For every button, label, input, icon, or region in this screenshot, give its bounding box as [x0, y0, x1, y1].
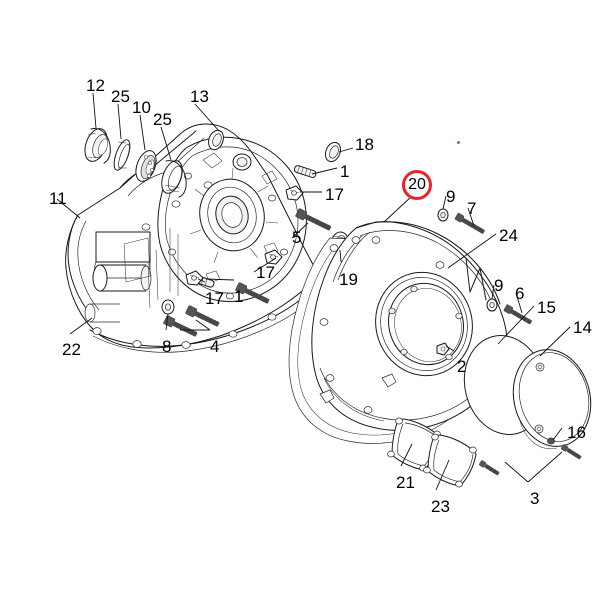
bracket-low [185, 270, 204, 286]
bracket-mid [264, 249, 283, 265]
callout-6: 6 [515, 284, 525, 303]
callout-12: 12 [86, 76, 105, 95]
callout-9-upper: 9 [446, 187, 456, 206]
part-17-brackets [185, 185, 304, 286]
callout-23: 23 [431, 497, 450, 516]
callout-3: 3 [530, 489, 540, 508]
callout-8: 8 [162, 337, 172, 356]
part-25b-retaining-ring [161, 160, 187, 198]
callout-25-upper: 25 [111, 87, 130, 106]
bearing-stack-group [84, 128, 224, 198]
callout-4: 4 [210, 337, 220, 356]
bracket-top [285, 185, 304, 201]
callout-22: 22 [62, 340, 81, 359]
leader-lines [56, 92, 571, 491]
callout-19: 19 [339, 270, 358, 289]
inner-primary-housing-group [65, 123, 319, 353]
callout-7: 7 [467, 199, 477, 218]
part-12-bearing-outer [84, 128, 111, 164]
callout-16: 16 [567, 423, 586, 442]
part-10-ball-bearing [135, 150, 157, 182]
callout-10: 10 [132, 98, 151, 117]
callout-20-label: 20 [408, 176, 426, 193]
red-speck-artifact [457, 141, 460, 144]
bell-housing [157, 136, 307, 302]
part-3-screws [478, 460, 500, 476]
callout-17-mid: 17 [256, 263, 275, 282]
outer-primary-cover-group [288, 221, 508, 444]
callout-21: 21 [396, 473, 415, 492]
callout-15: 15 [537, 298, 556, 317]
callout-20-highlighted: 20 [402, 170, 432, 200]
callout-1-mid: 1 [234, 287, 244, 306]
callout-2: 2 [457, 357, 467, 376]
callout-9-lower: 9 [494, 276, 504, 295]
callout-17-top: 17 [325, 185, 344, 204]
part-8-washer [161, 299, 175, 315]
part-23-cover-plate [423, 433, 477, 488]
part-5-bolt [295, 208, 332, 231]
part-25a-retaining-ring [113, 139, 131, 171]
fasteners-right-upper [437, 208, 485, 234]
part-14-inspection-cover [512, 349, 592, 450]
part-13-seal-small [208, 129, 224, 151]
fasteners-right-lower [486, 298, 532, 325]
part-16-screw [547, 437, 582, 460]
callout-13: 13 [190, 87, 209, 106]
callout-25-lower: 25 [153, 110, 172, 129]
callout-1-top: 1 [340, 162, 350, 181]
callout-18: 18 [355, 135, 374, 154]
callout-24: 24 [499, 226, 518, 245]
callout-14: 14 [573, 318, 592, 337]
part-18-seal-ring [325, 141, 341, 163]
part-4-bolts [163, 305, 220, 337]
callout-17-low: 17 [205, 289, 224, 308]
callout-11: 11 [49, 189, 67, 208]
part-5-bolt-b [235, 282, 270, 304]
callout-5: 5 [292, 228, 302, 247]
